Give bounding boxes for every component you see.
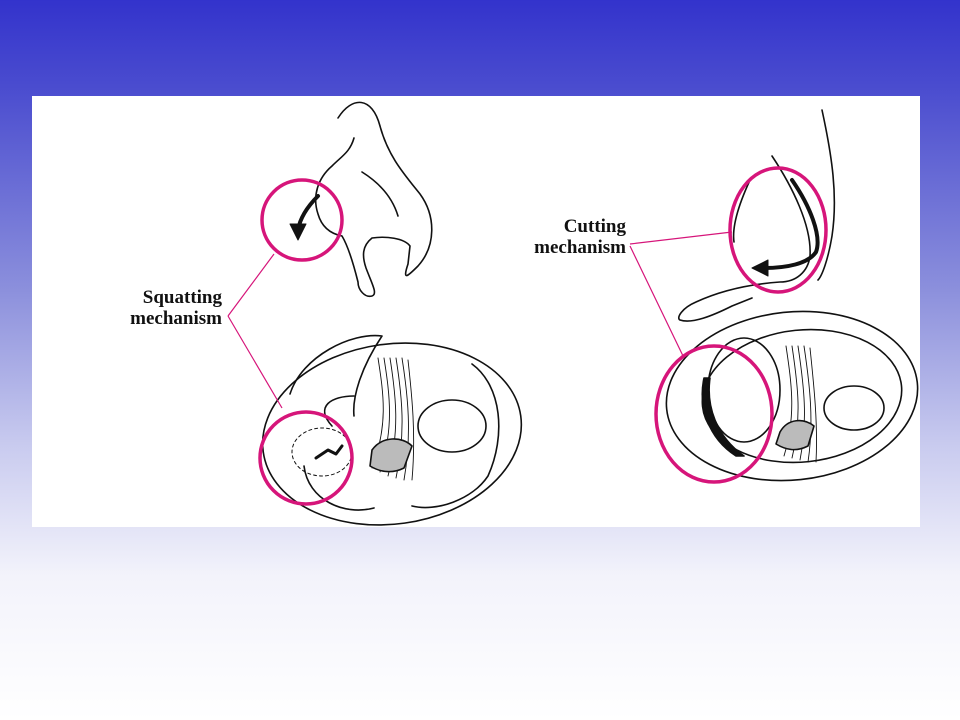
squatting-label-line-1: Squatting <box>142 287 222 308</box>
cutting-label-line-2: mechanism <box>534 237 626 258</box>
bucket-handle-tear <box>701 377 745 457</box>
squatting-mechanism-label: Squatting mechanism <box>100 287 222 329</box>
left-tibial-plateau-outer <box>261 342 523 526</box>
diagram-panel: Squatting mechanism Cutting mechanism <box>32 96 920 527</box>
cut-arrow <box>762 178 820 270</box>
cut-leader-line-top <box>629 231 733 245</box>
squatting-label-line-2: mechanism <box>130 308 222 329</box>
squat-leader-line-top <box>227 253 275 317</box>
tear-mark <box>314 444 344 460</box>
right-tibial-plateau-outer <box>665 310 919 482</box>
cutting-figure <box>817 109 836 281</box>
squatting-figure <box>314 101 433 298</box>
cut-knee-highlight-circle <box>728 166 828 294</box>
squat-meniscus-highlight-circle <box>258 410 354 506</box>
squat-knee-highlight-circle <box>260 178 344 262</box>
cut-meniscus-highlight-circle <box>654 344 774 484</box>
cut-leader-line-bottom <box>629 245 685 359</box>
cutting-label-line-1: Cutting <box>563 216 626 237</box>
left-medial-meniscus <box>417 399 487 453</box>
squat-leader-line-bottom <box>227 315 283 409</box>
knee-mechanism-illustration <box>227 101 919 526</box>
cutting-mechanism-label: Cutting mechanism <box>494 216 626 258</box>
